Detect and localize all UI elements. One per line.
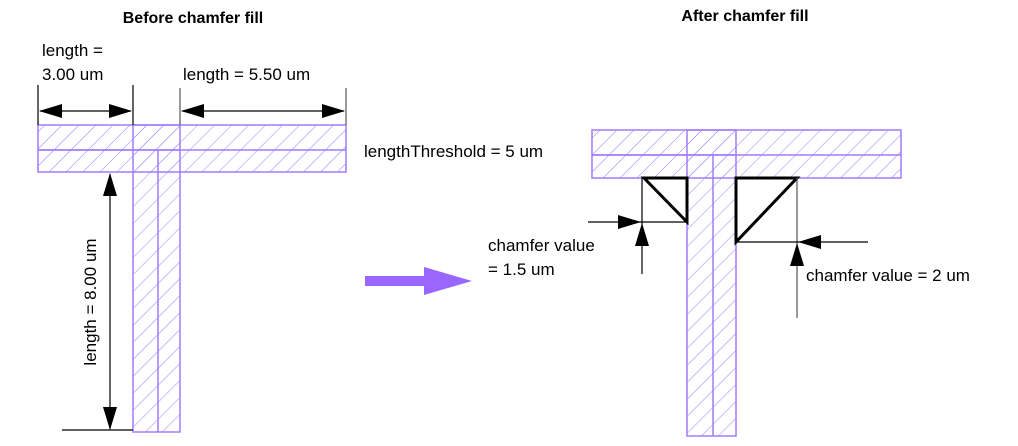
chamfer-right: chamfer value = 2 um (734, 176, 970, 318)
before-diagram: Before chamfer fill length = 3.00 um len… (37, 10, 347, 433)
dim-label-line2: 3.00 um (42, 65, 103, 84)
chamfer-label-line2: = 1.5 um (488, 260, 555, 279)
length-threshold-label: lengthThreshold = 5 um (364, 142, 543, 161)
chamfer-triangle (734, 176, 801, 246)
dimension-length-8um: length = 8.00 um (62, 173, 133, 431)
horizontal-bar-shape (37, 124, 347, 173)
vertical-stem-shape (132, 124, 181, 433)
horizontal-bar-shape (591, 129, 902, 179)
chamfer-label: chamfer value = 2 um (806, 266, 970, 285)
dimension-length-5-5um: length = 5.50 um (179, 65, 347, 125)
after-diagram: After chamfer fill lengthThreshold = 5 u… (364, 8, 970, 437)
after-title: After chamfer fill (681, 8, 808, 25)
dimension-length-3um: length = 3.00 um (37, 41, 134, 125)
dim-label: length = 8.00 um (81, 238, 100, 365)
transition-arrow-icon (365, 267, 472, 295)
vertical-stem-shape (686, 129, 737, 437)
before-title: Before chamfer fill (123, 10, 263, 27)
dim-label: length = 5.50 um (183, 65, 310, 84)
dim-label-line1: length = (42, 41, 103, 60)
chamfer-left: chamfer value = 1.5 um (488, 176, 689, 279)
chamfer-triangle (640, 176, 689, 226)
chamfer-label-line1: chamfer value (488, 236, 595, 255)
